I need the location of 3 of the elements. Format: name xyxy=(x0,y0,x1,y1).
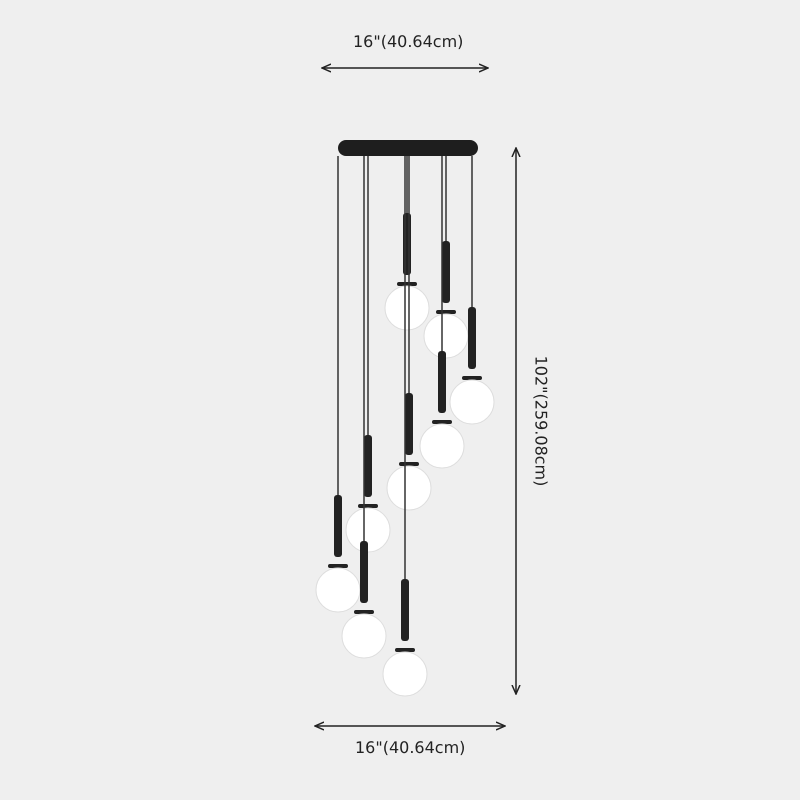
dimension-label: 16"(40.64cm) xyxy=(355,738,466,758)
dimension-label: 102"(259.08cm) xyxy=(530,356,550,486)
dimension-label: 16"(40.64cm) xyxy=(353,32,464,52)
